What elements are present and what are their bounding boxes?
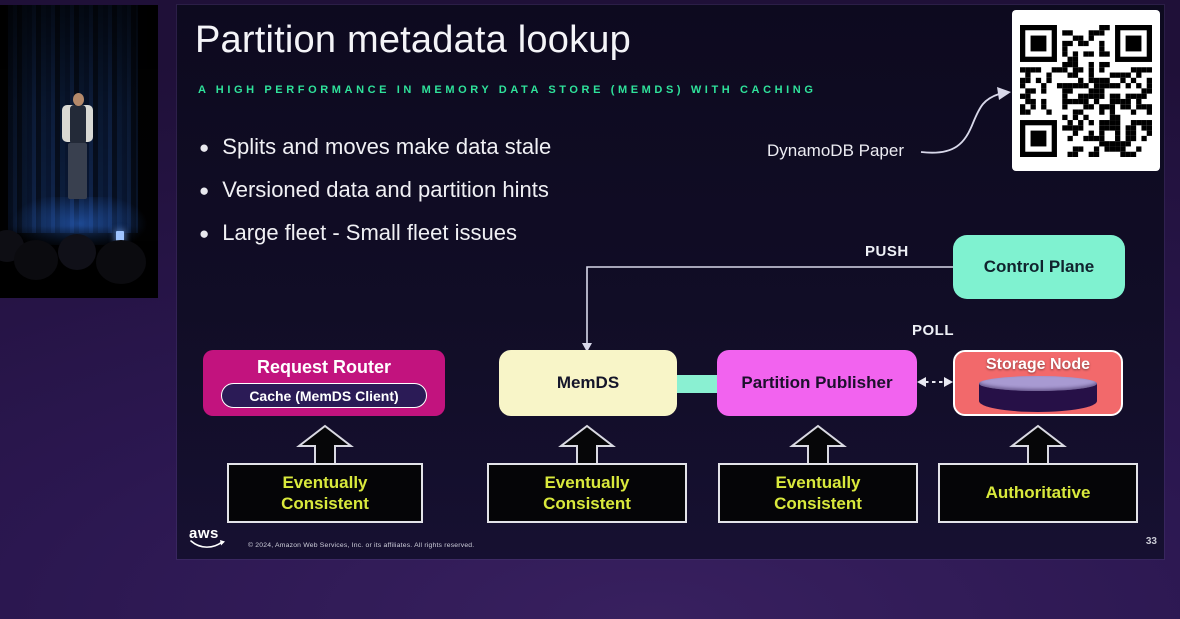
poll-label: POLL	[912, 322, 954, 339]
control-plane-node: Control Plane	[953, 235, 1125, 299]
slide-title: Partition metadata lookup	[195, 19, 631, 61]
bullet-item: ●Versioned data and partition hints	[199, 177, 549, 202]
up-arrow-icon	[1009, 424, 1067, 465]
aws-smile-icon	[190, 540, 225, 548]
bullet-item: ●Large fleet - Small fleet issues	[199, 220, 517, 245]
audience-head	[58, 234, 96, 270]
memds-node: MemDS	[499, 350, 677, 416]
presenter-vest	[70, 105, 86, 145]
up-arrow-icon	[296, 424, 354, 465]
presenter-video	[0, 5, 158, 298]
database-cylinder-icon	[979, 376, 1097, 412]
consistency-box-memds: Eventually Consistent	[487, 463, 687, 523]
push-label: PUSH	[865, 243, 909, 260]
memds-cache-pill: Cache (MemDS Client)	[221, 383, 427, 408]
consistency-box-partition-publisher: Eventually Consistent	[718, 463, 918, 523]
bullet-list: ●Splits and moves make data stale ●Versi…	[199, 134, 551, 263]
bullet-dot-icon: ●	[199, 137, 210, 157]
presenter-head	[73, 93, 84, 106]
slide: Partition metadata lookup A HIGH PERFORM…	[177, 5, 1164, 559]
consistency-box-request-router: Eventually Consistent	[227, 463, 423, 523]
aws-logo: aws	[189, 526, 229, 552]
bullet-item: ●Splits and moves make data stale	[199, 134, 552, 159]
qr-pattern-icon	[1020, 24, 1152, 157]
storage-node-label: Storage Node	[985, 356, 1090, 373]
poll-arrowhead-left-icon	[917, 377, 926, 387]
aws-logo-text: aws	[189, 525, 219, 542]
qr-pointer-arrowhead-icon	[997, 87, 1011, 100]
request-router-label: Request Router	[256, 357, 391, 377]
slide-page-number: 33	[1145, 536, 1157, 547]
audience-head	[14, 240, 58, 280]
bullet-dot-icon: ●	[199, 223, 210, 243]
audience-phone-screen	[116, 231, 124, 242]
push-line	[586, 266, 953, 343]
up-arrow-icon	[558, 424, 616, 465]
presenter-figure	[0, 5, 158, 298]
audience-head	[96, 240, 146, 284]
storage-node: Storage Node	[953, 350, 1123, 416]
bullet-dot-icon: ●	[199, 180, 210, 200]
slide-subtitle: A HIGH PERFORMANCE IN MEMORY DATA STORE …	[198, 84, 817, 96]
qr-caption: DynamoDB Paper	[767, 141, 905, 160]
presenter-legs	[68, 143, 87, 199]
request-router-node: Request Router Cache (MemDS Client)	[203, 350, 445, 416]
poll-arrowhead-right-icon	[944, 377, 953, 387]
up-arrow-icon	[789, 424, 847, 465]
qr-pointer-curve	[920, 93, 1000, 154]
partition-publisher-node: Partition Publisher	[717, 350, 917, 416]
consistency-box-storage-node: Authoritative	[938, 463, 1138, 523]
audience-silhouettes	[0, 226, 158, 298]
copyright-text: © 2024, Amazon Web Services, Inc. or its…	[248, 542, 475, 549]
qr-code	[1012, 10, 1160, 171]
